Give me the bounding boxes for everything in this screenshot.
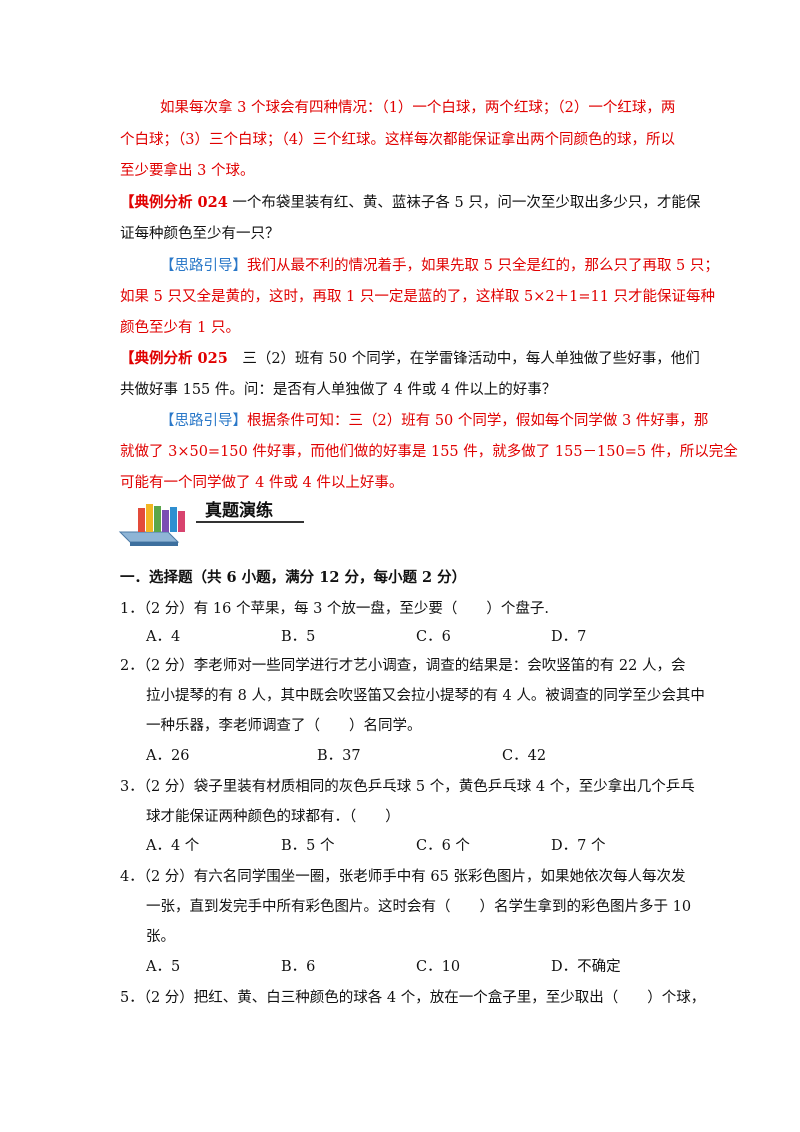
example-024-question-line-1: 【典例分析 024 一个布袋里装有红、黄、蓝袜子各 5 只，问一次至少取出多少只… [120,193,700,213]
example-024-hint-tag: 【思路引导】 [160,258,247,274]
books-icon [118,504,185,546]
question-2-option-c[interactable]: C．42 [502,748,547,764]
question-1-text: 1．（2 分）有 16 个苹果，每 3 个放一盘，至少要（ ）个盘子. [120,601,550,617]
example-025-hint-tag: 【思路引导】 [160,413,247,429]
example-025-question-line-1: 【典例分析 025 三（2）班有 50 个同学，在学雷锋活动中，每人单独做了些好… [120,349,700,369]
example-024-hint-line-1: 【思路引导】我们从最不利的情况着手，如果先取 5 只全是红的，那么只了再取 5 … [160,256,719,276]
example-025-hint-text: 根据条件可知：三（2）班有 50 个同学，假如每个同学做 3 件好事，那 [247,413,709,429]
question-1-option-c[interactable]: C．6 [416,629,451,645]
example-025-hint-line-1: 【思路引导】根据条件可知：三（2）班有 50 个同学，假如每个同学做 3 件好事… [160,411,708,431]
question-4-option-d[interactable]: D．不确定 [551,959,621,975]
question-3-option-c[interactable]: C．6 个 [416,838,470,854]
question-1-option-b[interactable]: B．5 [281,629,316,645]
question-2-line-2: 拉小提琴的有 8 人，其中既会吹竖笛又会拉小提琴的有 4 人。被调查的同学至少会… [146,688,705,704]
part-title: 一．选择题（共 6 小题，满分 12 分，每小题 2 分） [120,569,467,586]
example-024-hint-text: 我们从最不利的情况着手，如果先取 5 只全是红的，那么只了再取 5 只； [247,258,719,274]
question-4-line-3: 张。 [146,929,175,945]
question-4-option-b[interactable]: B．6 [281,959,316,975]
example-024-question-text: 一个布袋里装有红、黄、蓝袜子各 5 只，问一次至少取出多少只，才能保 [227,195,701,211]
question-1-option-d[interactable]: D．7 [551,629,587,645]
question-3-option-d[interactable]: D．7 个 [551,838,606,854]
question-2-line-3: 一种乐器，李老师调查了（ ）名同学。 [146,718,422,734]
question-3-option-b[interactable]: B．5 个 [281,838,335,854]
section-divider [196,521,304,523]
question-3-line-1: 3．（2 分）袋子里装有材质相同的灰色乒乓球 5 个，黄色乒乓球 4 个，至少拿… [120,779,695,795]
question-2-line-1: 2．（2 分）李老师对一些同学进行才艺小调查，调查的结果是：会吹竖笛的有 22 … [120,658,686,674]
example-025-tag: 【典例分析 025 [120,350,228,367]
question-2-option-b[interactable]: B．37 [317,748,361,764]
intro-line-3: 至少要拿出 3 个球。 [120,163,255,179]
example-024-hint-line-2: 如果 5 只又全是黄的，这时，再取 1 只一定是蓝的了，这样取 5×2＋1=11… [120,289,716,305]
question-3-line-2: 球才能保证两种颜色的球都有．（ ） [146,809,400,825]
example-025-question-line-2: 共做好事 155 件。问：是否有人单独做了 4 件或 4 件以上的好事？ [120,382,557,398]
question-4-option-a[interactable]: A．5 [146,959,181,975]
question-1-option-a[interactable]: A．4 [146,629,181,645]
question-4-line-1: 4．（2 分）有六名同学围坐一圈，张老师手中有 65 张彩色图片，如果她依次每人… [120,869,686,885]
question-3-option-a[interactable]: A．4 个 [146,838,200,854]
example-025-hint-line-2: 就做了 3×50=150 件好事，而他们做的好事是 155 件，就多做了 155… [120,444,738,460]
example-024-tag: 【典例分析 024 [120,194,228,211]
question-4-line-2: 一张，直到发完手中所有彩色图片。这时会有（ ）名学生拿到的彩色图片多于 10 [146,899,692,915]
example-025-hint-line-3: 可能有一个同学做了 4 件或 4 件以上好事。 [120,475,404,491]
intro-line-2: 个白球；（3）三个白球；（4）三个红球。这样每次都能保证拿出两个同颜色的球，所以 [120,132,675,148]
question-2-option-a[interactable]: A．26 [146,748,190,764]
example-025-question-text: 三（2）班有 50 个同学，在学雷锋活动中，每人单独做了些好事，他们 [227,351,700,367]
example-024-question-line-2: 证每种颜色至少有一只？ [120,226,280,242]
question-4-option-c[interactable]: C．10 [416,959,461,975]
section-title: 真题演练 [205,501,273,521]
intro-line-1: 如果每次拿 3 个球会有四种情况：（1）一个白球，两个红球；（2）一个红球，两 [160,100,676,116]
example-024-hint-line-3: 颜色至少有 1 只。 [120,320,240,336]
question-5-line-1: 5．（2 分）把红、黄、白三种颜色的球各 4 个，放在一个盒子里，至少取出（ ）… [120,990,706,1006]
